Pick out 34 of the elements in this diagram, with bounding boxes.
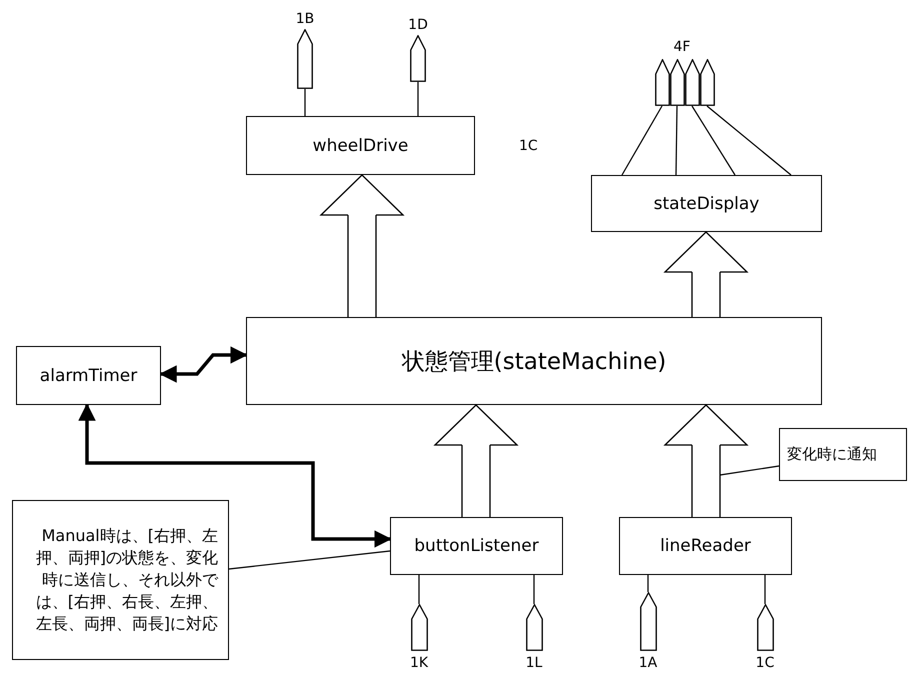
connector-line: [647, 575, 649, 592]
note-box: Manual時は、[右押、左押、両押]の状態を、変化時に送信し、それ以外では、[右押、右長、左押、左長、両押、両長]に対応: [12, 500, 229, 660]
process-box: 状態管理(stateMachine): [246, 317, 822, 405]
pin-label: 1A: [638, 655, 658, 671]
arrow: [78, 403, 392, 548]
connector-line: [675, 106, 678, 175]
connector-icon: [670, 59, 684, 106]
connector-line: [417, 82, 419, 116]
pin-label: 4F: [674, 39, 690, 55]
connector-line: [692, 106, 736, 176]
pin-label: 1L: [526, 655, 542, 671]
connector-line: [706, 106, 792, 176]
pin-label: 1C: [519, 138, 538, 154]
leader-line: [720, 465, 780, 476]
process-box: alarmTimer: [16, 346, 161, 405]
leader-line: [228, 550, 390, 570]
pin-label: 1D: [408, 17, 428, 33]
note-box: 変化時に通知: [779, 428, 907, 481]
connector-icon: [654, 59, 670, 106]
process-box: stateDisplay: [591, 175, 822, 232]
connector-icon: [684, 59, 700, 106]
connector-line: [418, 575, 420, 604]
connector-line: [304, 89, 306, 116]
pin-label: 1C: [756, 655, 774, 671]
connector-line: [533, 575, 535, 604]
arrow: [159, 346, 248, 383]
process-box: lineReader: [619, 517, 792, 575]
process-box: buttonListener: [390, 517, 563, 575]
pin-label: 1K: [410, 655, 428, 671]
pin-label: 1B: [296, 11, 314, 27]
connector-icon: [700, 59, 714, 106]
connector-line: [621, 106, 663, 176]
connector-line: [764, 575, 766, 604]
process-box: wheelDrive: [246, 116, 475, 175]
